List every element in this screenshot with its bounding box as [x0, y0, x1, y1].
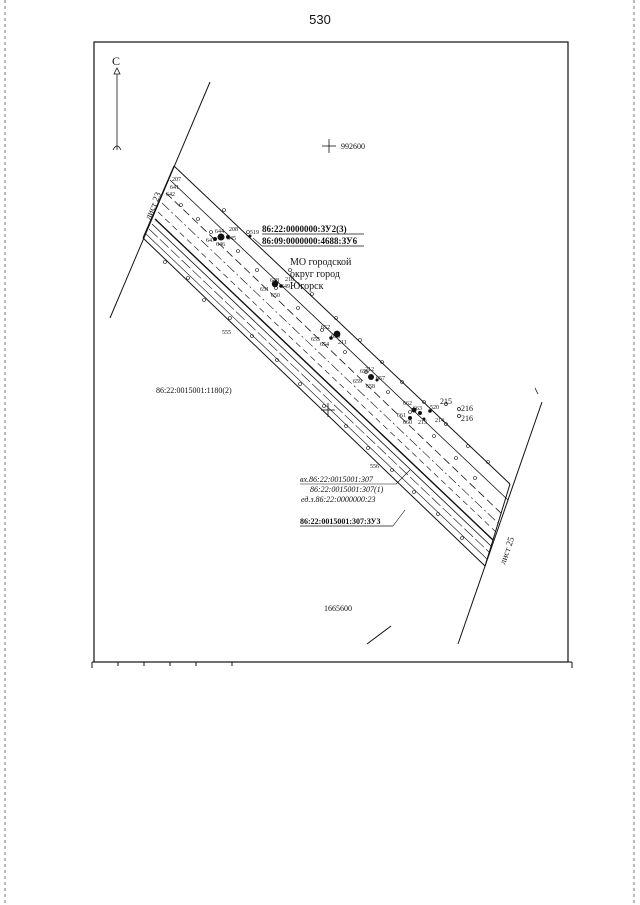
map-frame [93, 41, 569, 663]
sheet-boundary-right [457, 401, 543, 645]
point-label: 649 [281, 284, 290, 290]
point-label: 216 [461, 404, 473, 413]
point-label: 215 [440, 397, 452, 406]
parcel-label-lower-3: ед.з.86:22:0000000:23 [301, 495, 376, 504]
corridor-strip [142, 165, 511, 567]
municipality-line-3: Югорск [290, 281, 324, 292]
parcel-label-upper-1: 86:22:0000000:ЗУ2(3) [262, 224, 347, 234]
point-label: 207 [172, 177, 181, 183]
parcel-label-lower-2: 86:22:0015001:307(1) [310, 485, 384, 494]
point-label: 657 [376, 376, 385, 382]
cluster-points [213, 233, 432, 421]
leader-line [392, 509, 406, 527]
point-label: 520 [430, 405, 439, 411]
parcel-label-left: 86:22:0015001:1180(2) [156, 386, 232, 395]
point-label: 556 [370, 464, 379, 470]
right-markers [444, 402, 461, 418]
point-labels: 207 641 642 208 519 644 645 647 646 210 … [166, 177, 473, 470]
coord-cross-top [322, 139, 336, 153]
point-label: 213 [418, 420, 427, 426]
coord-cross-middle [321, 403, 335, 417]
point-label: 653 [331, 334, 340, 340]
point-label: 656 [360, 369, 369, 375]
point-label: 214 [435, 418, 444, 424]
scale-bar [91, 661, 573, 668]
point-label: 647 [206, 238, 215, 244]
sheet-boundary-left [109, 81, 211, 319]
point-label: 660 [403, 420, 412, 426]
point-label: 651 [260, 287, 269, 293]
point-label: 654 [320, 342, 329, 348]
point-label: 642 [166, 192, 175, 198]
north-arrow [112, 67, 122, 151]
point-label: 652 [321, 325, 330, 331]
coord-northing: 992600 [341, 142, 365, 151]
parcel-label-upper-2: 86:09:0000000:4688:ЗУ6 [262, 236, 358, 246]
point-label: 216 [461, 414, 473, 423]
point-label: 644 [215, 229, 224, 235]
sheet-label-right: лист 25 [497, 535, 516, 566]
point-label: 645 [227, 236, 236, 242]
point-label: 555 [222, 330, 231, 336]
point-label: 646 [216, 242, 225, 248]
point-label: 662 [403, 401, 412, 407]
point-label: 519 [250, 230, 259, 236]
leader-line [252, 237, 263, 247]
point-label: 208 [229, 227, 238, 233]
page-edge-left [4, 0, 6, 905]
page-number: 530 [309, 12, 331, 27]
scale-stroke [366, 625, 392, 645]
point-label: 641 [170, 185, 179, 191]
point-label: 663 [413, 406, 422, 412]
point-label: 655 [311, 337, 320, 343]
tick-mark [534, 387, 539, 395]
survey-marks [163, 203, 490, 540]
point-label: 659 [353, 379, 362, 385]
point-label: 661 [397, 413, 406, 419]
parcel-label-lower-1: вх.86:22:0015001:307 [300, 475, 374, 484]
point-label: 658 [366, 384, 375, 390]
point-label: 650 [271, 293, 280, 299]
point-label: 212 [365, 367, 374, 373]
coord-easting: 1665600 [324, 604, 352, 613]
point-label: 648 [270, 278, 279, 284]
point-label: 210 [285, 277, 294, 283]
north-letter: С [112, 54, 120, 68]
point-label: 211 [338, 340, 347, 346]
leader-line [395, 469, 411, 485]
municipality-line-1: МО городской [290, 257, 352, 268]
municipality-line-2: округ город [290, 269, 340, 280]
page-edge-right [633, 0, 635, 905]
parcel-label-lower-main: 86:22:0015001:307:ЗУ3 [300, 517, 381, 526]
